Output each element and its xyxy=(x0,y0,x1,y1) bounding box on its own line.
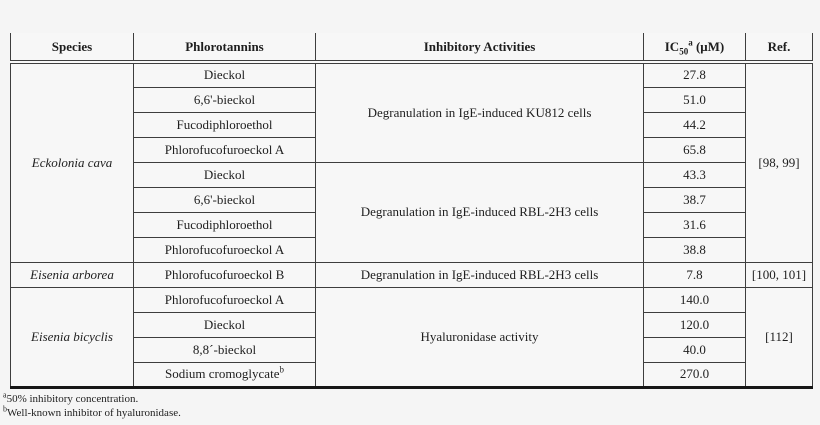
table-row: 6,6'-bieckol 51.0 xyxy=(11,86,813,113)
phlorotannin-cell: Fucodiphloroethol xyxy=(133,211,316,238)
footnote-marker-b: b xyxy=(279,364,284,375)
ic50-cell: 43.3 xyxy=(643,161,746,188)
phlorotannin-cell: Fucodiphloroethol xyxy=(133,111,316,138)
ic50-cell: 120.0 xyxy=(643,311,746,338)
ic50-cell: 7.8 xyxy=(643,261,746,288)
table-row: Phlorofucofuroeckol A 38.8 xyxy=(11,236,813,263)
ref-cell: [100, 101] xyxy=(745,261,813,288)
footnotes: a50% inhibitory concentration. bWell-kno… xyxy=(3,389,812,421)
ic50-cell: 38.7 xyxy=(643,186,746,213)
footnote-b-marker: b xyxy=(3,404,7,414)
phlorotannin-cell: 6,6'-bieckol xyxy=(133,186,316,213)
ic50-cell: 38.8 xyxy=(643,236,746,263)
phlorotannin-cell: Phlorofucofuroeckol A xyxy=(133,286,316,313)
phlorotannin-cell: 6,6'-bieckol xyxy=(133,86,316,113)
ic50-cell: 44.2 xyxy=(643,111,746,138)
ic50-superscript: a xyxy=(688,37,693,48)
activity-cell: Degranulation in IgE-induced RBL-2H3 cel… xyxy=(315,161,644,263)
col-header-inhibitory-activities: Inhibitory Activities xyxy=(315,33,644,64)
activity-cell: Degranulation in IgE-induced KU812 cells xyxy=(315,61,644,163)
ic50-cell: 65.8 xyxy=(643,136,746,163)
ic50-cell: 31.6 xyxy=(643,211,746,238)
col-header-phlorotannins: Phlorotannins xyxy=(133,33,316,64)
ic50-cell: 270.0 xyxy=(643,361,746,388)
header-row: Species Phlorotannins Inhibitory Activit… xyxy=(10,33,813,64)
species-cell: Eisenia arborea xyxy=(10,261,134,288)
ic50-cell: 40.0 xyxy=(643,336,746,363)
ic50-subscript: 50 xyxy=(679,46,689,57)
table-row: 6,6'-bieckol 38.7 xyxy=(11,186,813,213)
table-row: Eisenia bicyclis Phlorofucofuroeckol A H… xyxy=(10,286,813,388)
footnote-a-marker: a xyxy=(3,389,7,399)
footnote-b-text: Well-known inhibitor of hyaluronidase. xyxy=(7,407,181,420)
activity-cell: Degranulation in IgE-induced RBL-2H3 cel… xyxy=(315,261,644,288)
ref-cell: [112] xyxy=(745,286,813,388)
col-header-species: Species xyxy=(10,33,134,64)
phlorotannin-cell: Dieckol xyxy=(133,311,316,338)
ic50-cell: 51.0 xyxy=(643,86,746,113)
table-row: Dieckol Degranulation in IgE-induced RBL… xyxy=(11,161,813,263)
table-row: Dieckol 120.0 xyxy=(11,311,813,338)
activity-cell: Hyaluronidase activity xyxy=(315,286,644,388)
footnote-b: bWell-known inhibitor of hyaluronidase. xyxy=(3,404,812,421)
ic50-cell: 27.8 xyxy=(643,61,746,88)
ic50-cell: 140.0 xyxy=(643,286,746,313)
phlorotannin-cell: Phlorofucofuroeckol A xyxy=(133,136,316,163)
ref-cell: [98, 99] xyxy=(745,61,813,263)
table-row: Eisenia arborea Phlorofucofuroeckol B De… xyxy=(10,261,813,288)
table-row: Phlorofucofuroeckol A 65.8 xyxy=(11,136,813,163)
phlorotannin-cell: 8,8´-bieckol xyxy=(133,336,316,363)
phlorotannins-table: Species Phlorotannins Inhibitory Activit… xyxy=(10,33,813,389)
phlorotannin-cell: Sodium cromoglycateb xyxy=(133,361,316,388)
footnote-a-text: 50% inhibitory concentration. xyxy=(6,392,139,405)
phlorotannin-name: Sodium cromoglycate xyxy=(165,366,280,381)
footnote-a: a50% inhibitory concentration. xyxy=(3,389,812,407)
ic50-base: IC xyxy=(664,38,680,54)
col-header-ref: Ref. xyxy=(745,33,813,64)
phlorotannin-cell: Dieckol xyxy=(133,61,316,88)
species-cell: Eisenia bicyclis xyxy=(10,286,134,388)
phlorotannin-cell: Dieckol xyxy=(133,161,316,188)
table-row: Eckolonia cava Dieckol Degranulation in … xyxy=(10,61,813,263)
ic50-unit: (μM) xyxy=(692,38,725,54)
table-row: Fucodiphloroethol 31.6 xyxy=(11,211,813,238)
table-row: Fucodiphloroethol 44.2 xyxy=(11,111,813,138)
species-cell: Eckolonia cava xyxy=(10,61,134,263)
table-row: Sodium cromoglycateb 270.0 xyxy=(11,361,813,388)
phlorotannin-cell: Phlorofucofuroeckol A xyxy=(133,236,316,263)
phlorotannin-cell: Phlorofucofuroeckol B xyxy=(133,261,316,288)
col-header-ic50: IC50a (μM) xyxy=(643,33,746,64)
